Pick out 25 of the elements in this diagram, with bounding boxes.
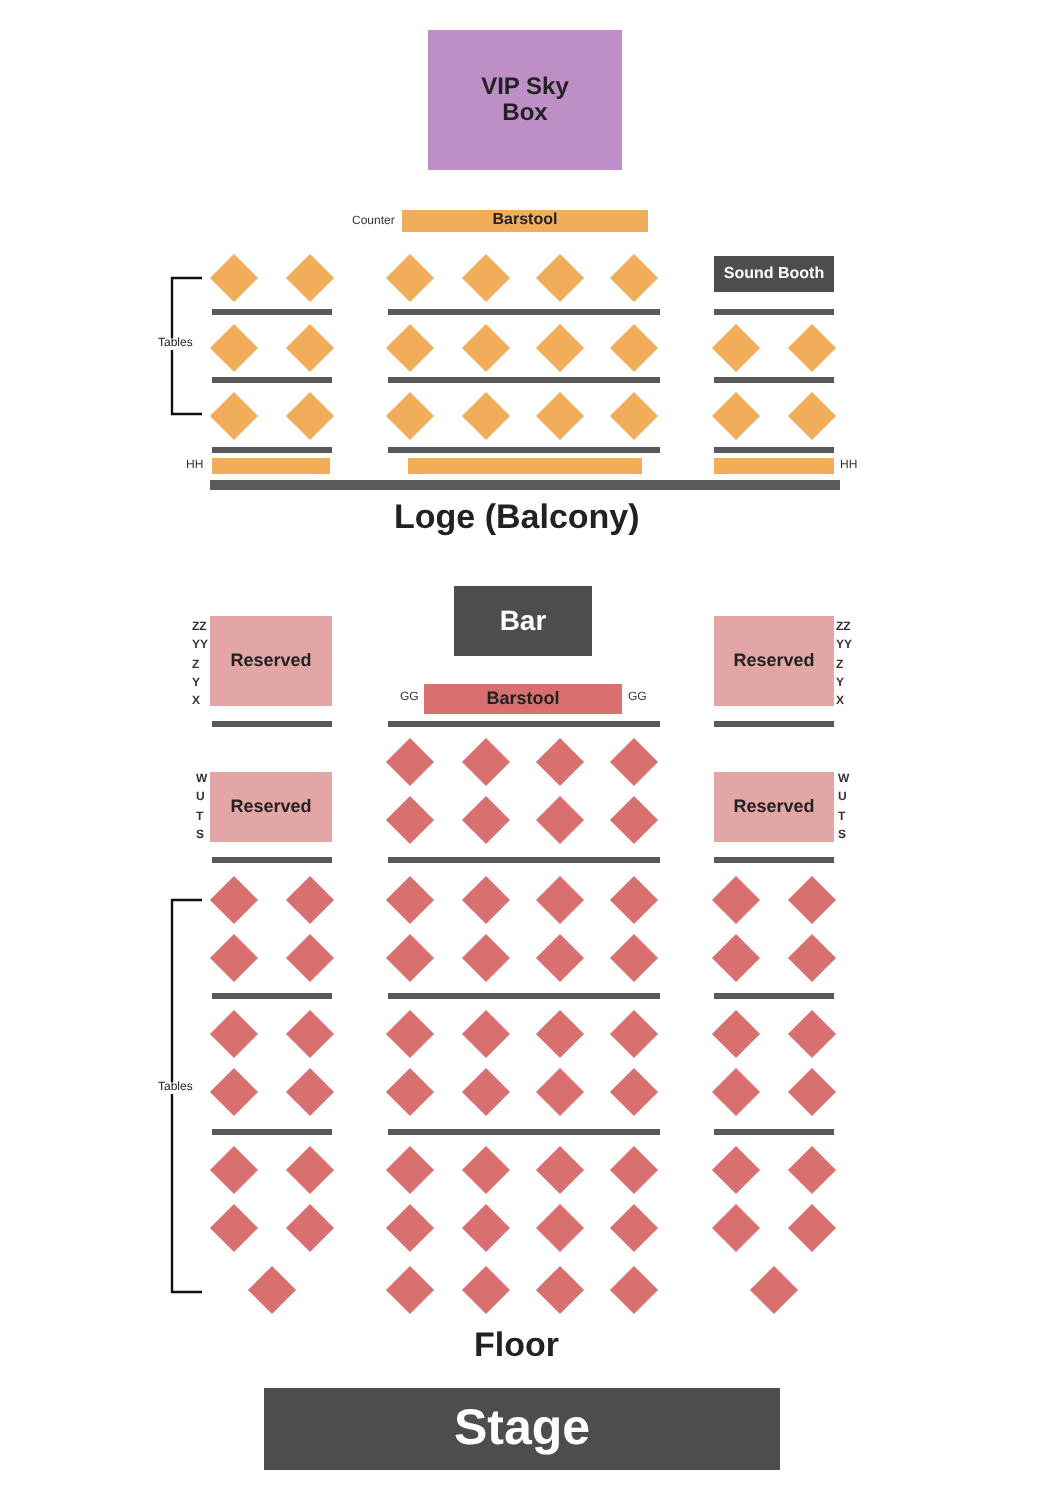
vip-box [428, 30, 622, 170]
reserved-box [714, 772, 834, 842]
box-label: Reserved [733, 797, 815, 817]
seating-bar [212, 458, 330, 474]
section-title: Loge (Balcony) [394, 498, 640, 538]
box-label: Bar [499, 605, 547, 637]
box-label: VIP Sky Box [479, 73, 571, 127]
reserved-box [714, 616, 834, 706]
section-title: Floor [474, 1326, 559, 1366]
reserved-box [210, 616, 332, 706]
box-label: Reserved [733, 651, 815, 671]
stage-box [264, 1388, 780, 1470]
barstool-bar [424, 684, 622, 714]
box-label: Barstool [486, 689, 560, 709]
box-label: Reserved [230, 797, 312, 817]
box-label: Stage [453, 1401, 591, 1457]
box-label: Barstool [492, 212, 558, 230]
box-label: Reserved [230, 651, 312, 671]
box-label: Sound Booth [723, 265, 825, 283]
barstool-bar [402, 210, 648, 232]
seating-bar [714, 458, 834, 474]
bar-area-box [454, 586, 592, 656]
sound-booth-box [714, 256, 834, 292]
seating-bar [408, 458, 642, 474]
reserved-box [210, 772, 332, 842]
